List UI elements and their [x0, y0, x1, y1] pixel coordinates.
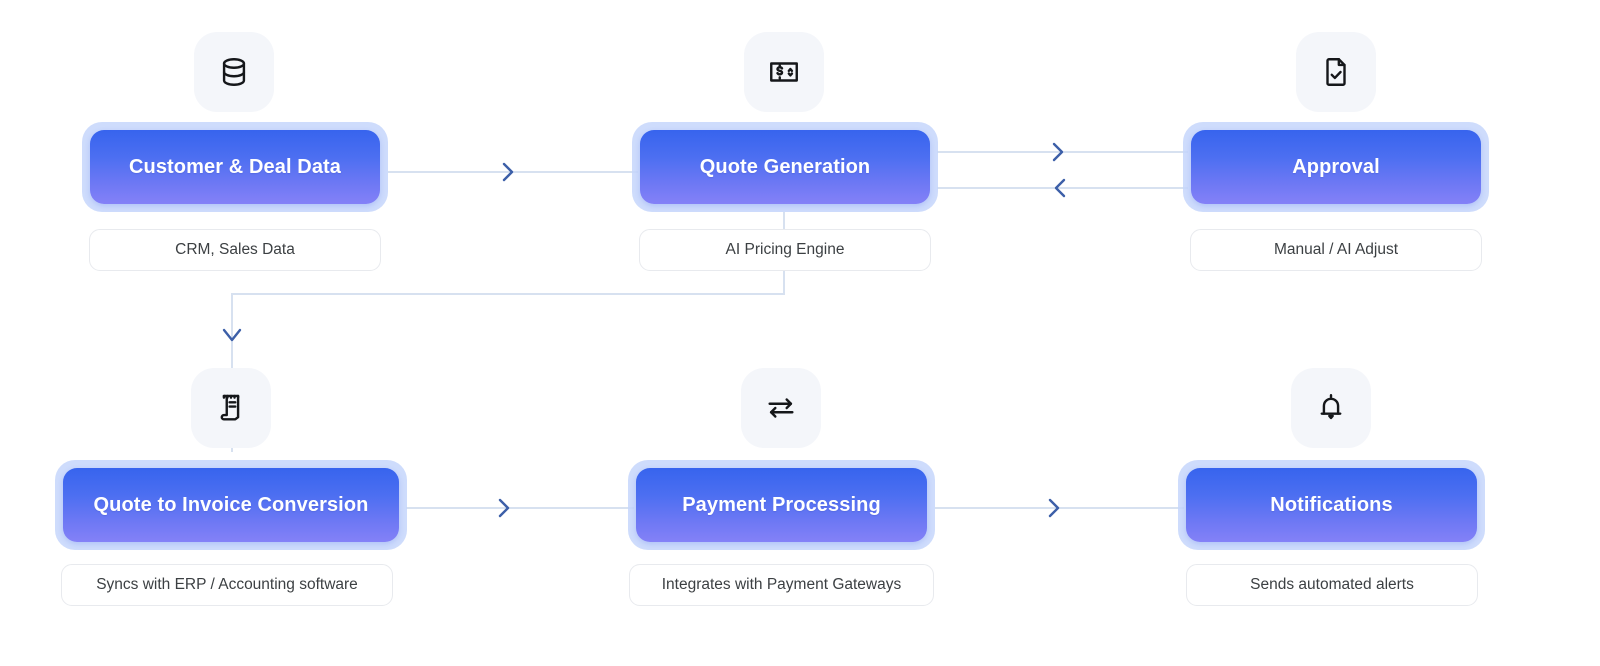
- node-caption-payment-processing: Integrates with Payment Gateways: [629, 564, 934, 606]
- node-caption-label: CRM, Sales Data: [175, 241, 295, 258]
- node-title: Approval: [1292, 155, 1380, 178]
- node-caption-quote-to-invoice-conversion: Syncs with ERP / Accounting software: [61, 564, 393, 606]
- node-caption-label: Sends automated alerts: [1250, 576, 1414, 593]
- node-bar-notifications[interactable]: Notifications: [1186, 468, 1477, 542]
- chevron-right-icon-conn-6: [1048, 498, 1060, 518]
- node-title: Customer & Deal Data: [128, 155, 342, 178]
- price-tag-dollar-icon: [767, 55, 801, 89]
- node-title: Notifications: [1270, 493, 1393, 516]
- node-caption-approval: Manual / AI Adjust: [1190, 229, 1482, 271]
- exchange-arrows-icon-tile: [741, 368, 821, 448]
- node-bar-quote-to-invoice-conversion[interactable]: Quote to Invoice Conversion: [63, 468, 399, 542]
- database-icon-tile: [194, 32, 274, 112]
- node-caption-label: AI Pricing Engine: [725, 241, 845, 258]
- node-bar-quote-generation[interactable]: Quote Generation: [640, 130, 930, 204]
- node-title: Quote Generation: [699, 155, 871, 178]
- price-tag-dollar-icon-tile: [744, 32, 824, 112]
- node-title: Quote to Invoice Conversion: [93, 493, 369, 516]
- node-bar-approval[interactable]: Approval: [1191, 130, 1481, 204]
- invoice-receipt-icon: [214, 391, 248, 425]
- node-caption-label: Manual / AI Adjust: [1273, 241, 1399, 258]
- database-icon: [217, 55, 251, 89]
- node-caption-label: Integrates with Payment Gateways: [661, 576, 902, 593]
- bell-icon: [1314, 391, 1348, 425]
- chevron-right-icon-conn-5: [498, 498, 510, 518]
- invoice-receipt-icon-tile: [191, 368, 271, 448]
- node-caption-customer-deal-data: CRM, Sales Data: [89, 229, 381, 271]
- bell-icon-tile: [1291, 368, 1371, 448]
- document-check-icon: [1319, 55, 1353, 89]
- exchange-arrows-icon: [764, 391, 798, 425]
- chevron-right-icon-conn-1: [502, 162, 514, 182]
- node-title: Payment Processing: [682, 493, 881, 516]
- node-bar-customer-deal-data[interactable]: Customer & Deal Data: [90, 130, 380, 204]
- node-bar-payment-processing[interactable]: Payment Processing: [636, 468, 927, 542]
- node-caption-quote-generation: AI Pricing Engine: [639, 229, 931, 271]
- document-check-icon-tile: [1296, 32, 1376, 112]
- chevron-down-icon-conn-4: [222, 328, 242, 342]
- node-caption-notifications: Sends automated alerts: [1186, 564, 1478, 606]
- chevron-left-icon-conn-3: [1054, 178, 1066, 198]
- node-caption-label: Syncs with ERP / Accounting software: [96, 576, 358, 593]
- chevron-right-icon-conn-2: [1052, 142, 1064, 162]
